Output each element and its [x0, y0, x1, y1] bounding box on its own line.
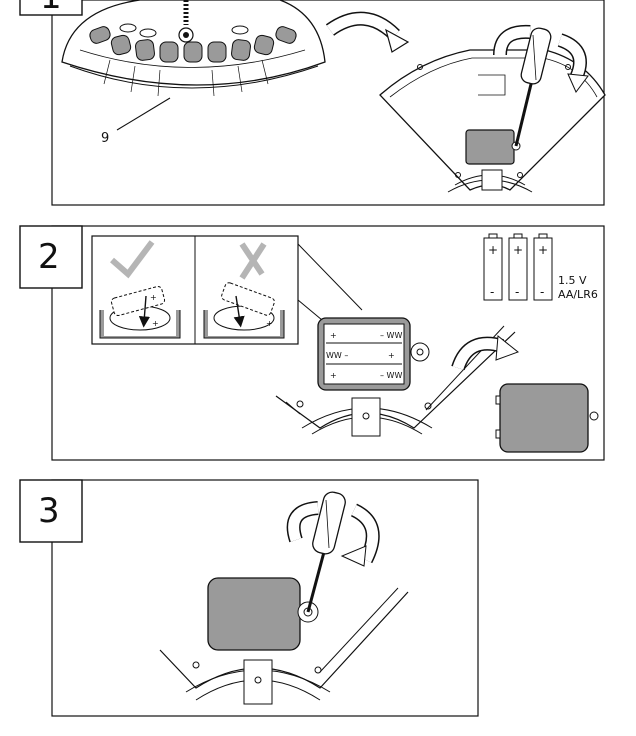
- step-3-number: 3: [38, 491, 60, 531]
- step-1-panel: 1: [19, 0, 606, 206]
- svg-text:+: +: [150, 293, 157, 302]
- svg-text:WW –: WW –: [326, 351, 348, 360]
- callout-line: [116, 97, 171, 131]
- callout-label: 9: [101, 131, 109, 146]
- battery-type: AA/LR6: [558, 288, 598, 301]
- battery-minus-2: -: [515, 285, 519, 299]
- step-2-number-box: [19, 225, 83, 289]
- battery-minus-3: -: [540, 285, 544, 299]
- flip-arrow-head: [385, 28, 410, 53]
- battery-compartment: + – WW WW – + + – WW: [317, 317, 430, 391]
- device-back-step3: [159, 577, 409, 705]
- battery-plus-3: +: [538, 243, 548, 257]
- step-2-panel: 2 + + +: [19, 225, 605, 461]
- wrong-cross-icon: [239, 242, 267, 280]
- battery-cover-step2: [499, 383, 589, 453]
- battery-voltage: 1.5 V: [558, 274, 587, 287]
- svg-text:+: +: [330, 371, 337, 380]
- step-1-frame: [51, 0, 605, 206]
- svg-text:+: +: [330, 331, 337, 340]
- svg-text:– WW: – WW: [380, 331, 402, 340]
- svg-text:+: +: [388, 351, 395, 360]
- svg-text:+: +: [152, 319, 159, 328]
- battery-cover: [465, 129, 515, 165]
- battery-plus-2: +: [513, 243, 523, 257]
- svg-text:– WW: – WW: [380, 371, 402, 380]
- aa-batteries: + + + - - -: [483, 233, 553, 301]
- step-3-panel: 3: [19, 479, 479, 717]
- step-3-frame: [51, 479, 479, 717]
- insertion-inset: + + +: [91, 235, 363, 345]
- step-2-number: 2: [38, 237, 60, 277]
- correct-check-icon: [110, 240, 155, 279]
- device-buttons: [89, 26, 297, 63]
- device-back: [379, 49, 606, 193]
- battery-plus-1: +: [488, 243, 498, 257]
- device-front: [61, 0, 326, 97]
- battery-minus-1: -: [490, 285, 494, 299]
- step-1-number: 1: [40, 0, 62, 17]
- screwdriver-step3: [306, 491, 346, 613]
- step-2-frame: [51, 225, 605, 461]
- svg-text:+: +: [266, 319, 273, 328]
- step-1-number-box: [19, 0, 83, 16]
- device-back-step2: [275, 325, 516, 437]
- battery-cover-step3: [207, 577, 301, 651]
- step-3-number-box: [19, 479, 83, 543]
- screwdriver: [514, 27, 552, 147]
